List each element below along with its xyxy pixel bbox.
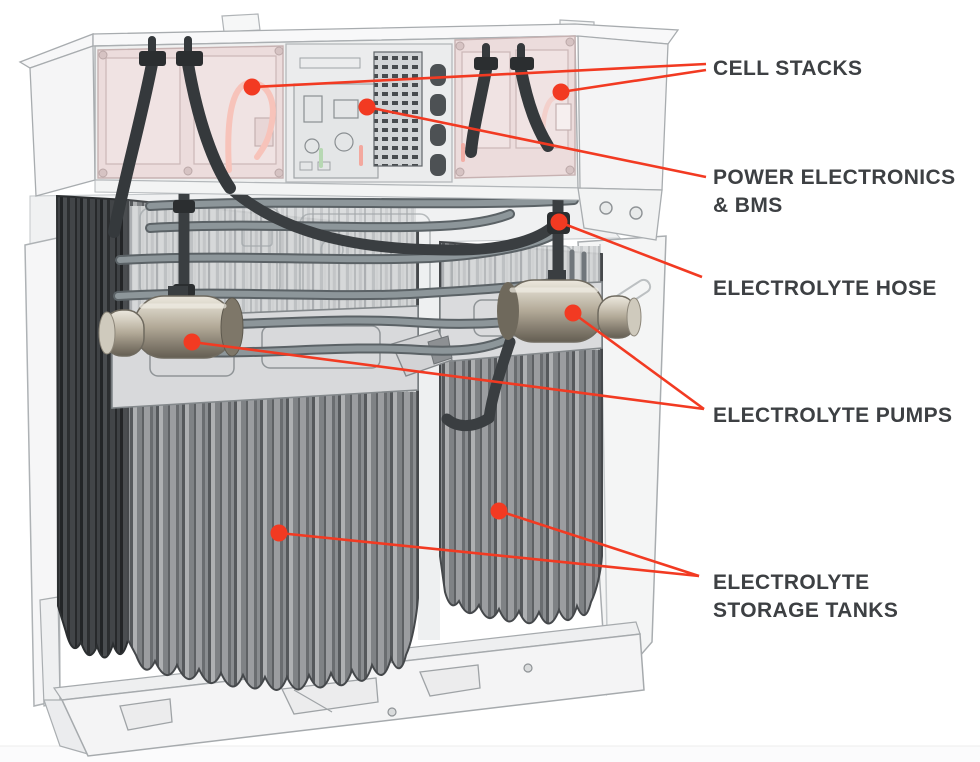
callout-line-tank-right <box>498 509 700 578</box>
callout-lines <box>191 62 707 578</box>
floor-shadow <box>0 746 980 762</box>
lid-tab <box>221 13 261 33</box>
callout-line-electrolyte-hose <box>558 220 703 279</box>
callout-line-cell-stacks-right <box>560 68 707 94</box>
label-line: STORAGE TANKS <box>713 599 899 622</box>
callout-dot-cell-stack-right <box>552 83 570 101</box>
callout-dot-electrolyte-hose <box>550 213 568 231</box>
label-line: ELECTROLYTE HOSE <box>713 277 937 300</box>
pallet-base <box>39 596 645 757</box>
label-line: ELECTROLYTE <box>713 571 870 594</box>
fork-slot <box>419 664 481 697</box>
dark-pipes-upper <box>108 36 554 238</box>
tank-gap <box>418 240 440 640</box>
callout-label-cell-stacks: CELL STACKS <box>713 55 862 83</box>
electrolyte-pump-right <box>497 249 642 343</box>
label-line: ELECTROLYTE PUMPS <box>713 404 953 427</box>
cabinet-left-wall <box>29 45 96 197</box>
connector-column <box>430 64 446 176</box>
electrolyte-tank-left <box>55 194 419 691</box>
label-line: & BMS <box>713 194 783 217</box>
callout-line-power-electronics <box>366 105 707 179</box>
callout-dot-cell-stack-left <box>243 78 261 96</box>
fork-slot <box>119 698 173 731</box>
callout-dots <box>183 78 582 542</box>
callout-line-cell-stacks-left <box>251 62 707 89</box>
callout-line-pump-left <box>191 340 705 411</box>
callout-label-electrolyte-pumps: ELECTROLYTE PUMPS <box>713 402 952 430</box>
pcb-board <box>293 83 379 179</box>
electrolyte-pump-left <box>98 286 244 359</box>
label-line: POWER ELECTRONICS <box>713 166 956 189</box>
pipe-fittings-upper <box>139 51 534 70</box>
callout-dot-tank-right <box>490 502 508 520</box>
callout-dot-power-electronics <box>358 98 376 116</box>
cabinet-right-bracket <box>577 187 663 241</box>
callout-dot-pump-left <box>183 333 201 351</box>
callout-label-power-electronics-bms: POWER ELECTRONICS & BMS <box>713 164 955 220</box>
label-line: CELL STACKS <box>713 57 863 80</box>
callout-label-electrolyte-storage-tanks: ELECTROLYTE STORAGE TANKS <box>713 569 898 625</box>
callout-label-electrolyte-hose: ELECTROLYTE HOSE <box>713 275 937 303</box>
callout-line-tank-left <box>278 531 700 578</box>
callout-dot-pump-right <box>564 304 582 322</box>
callout-line-pump-right <box>572 311 705 411</box>
callout-dot-tank-left <box>270 524 288 542</box>
